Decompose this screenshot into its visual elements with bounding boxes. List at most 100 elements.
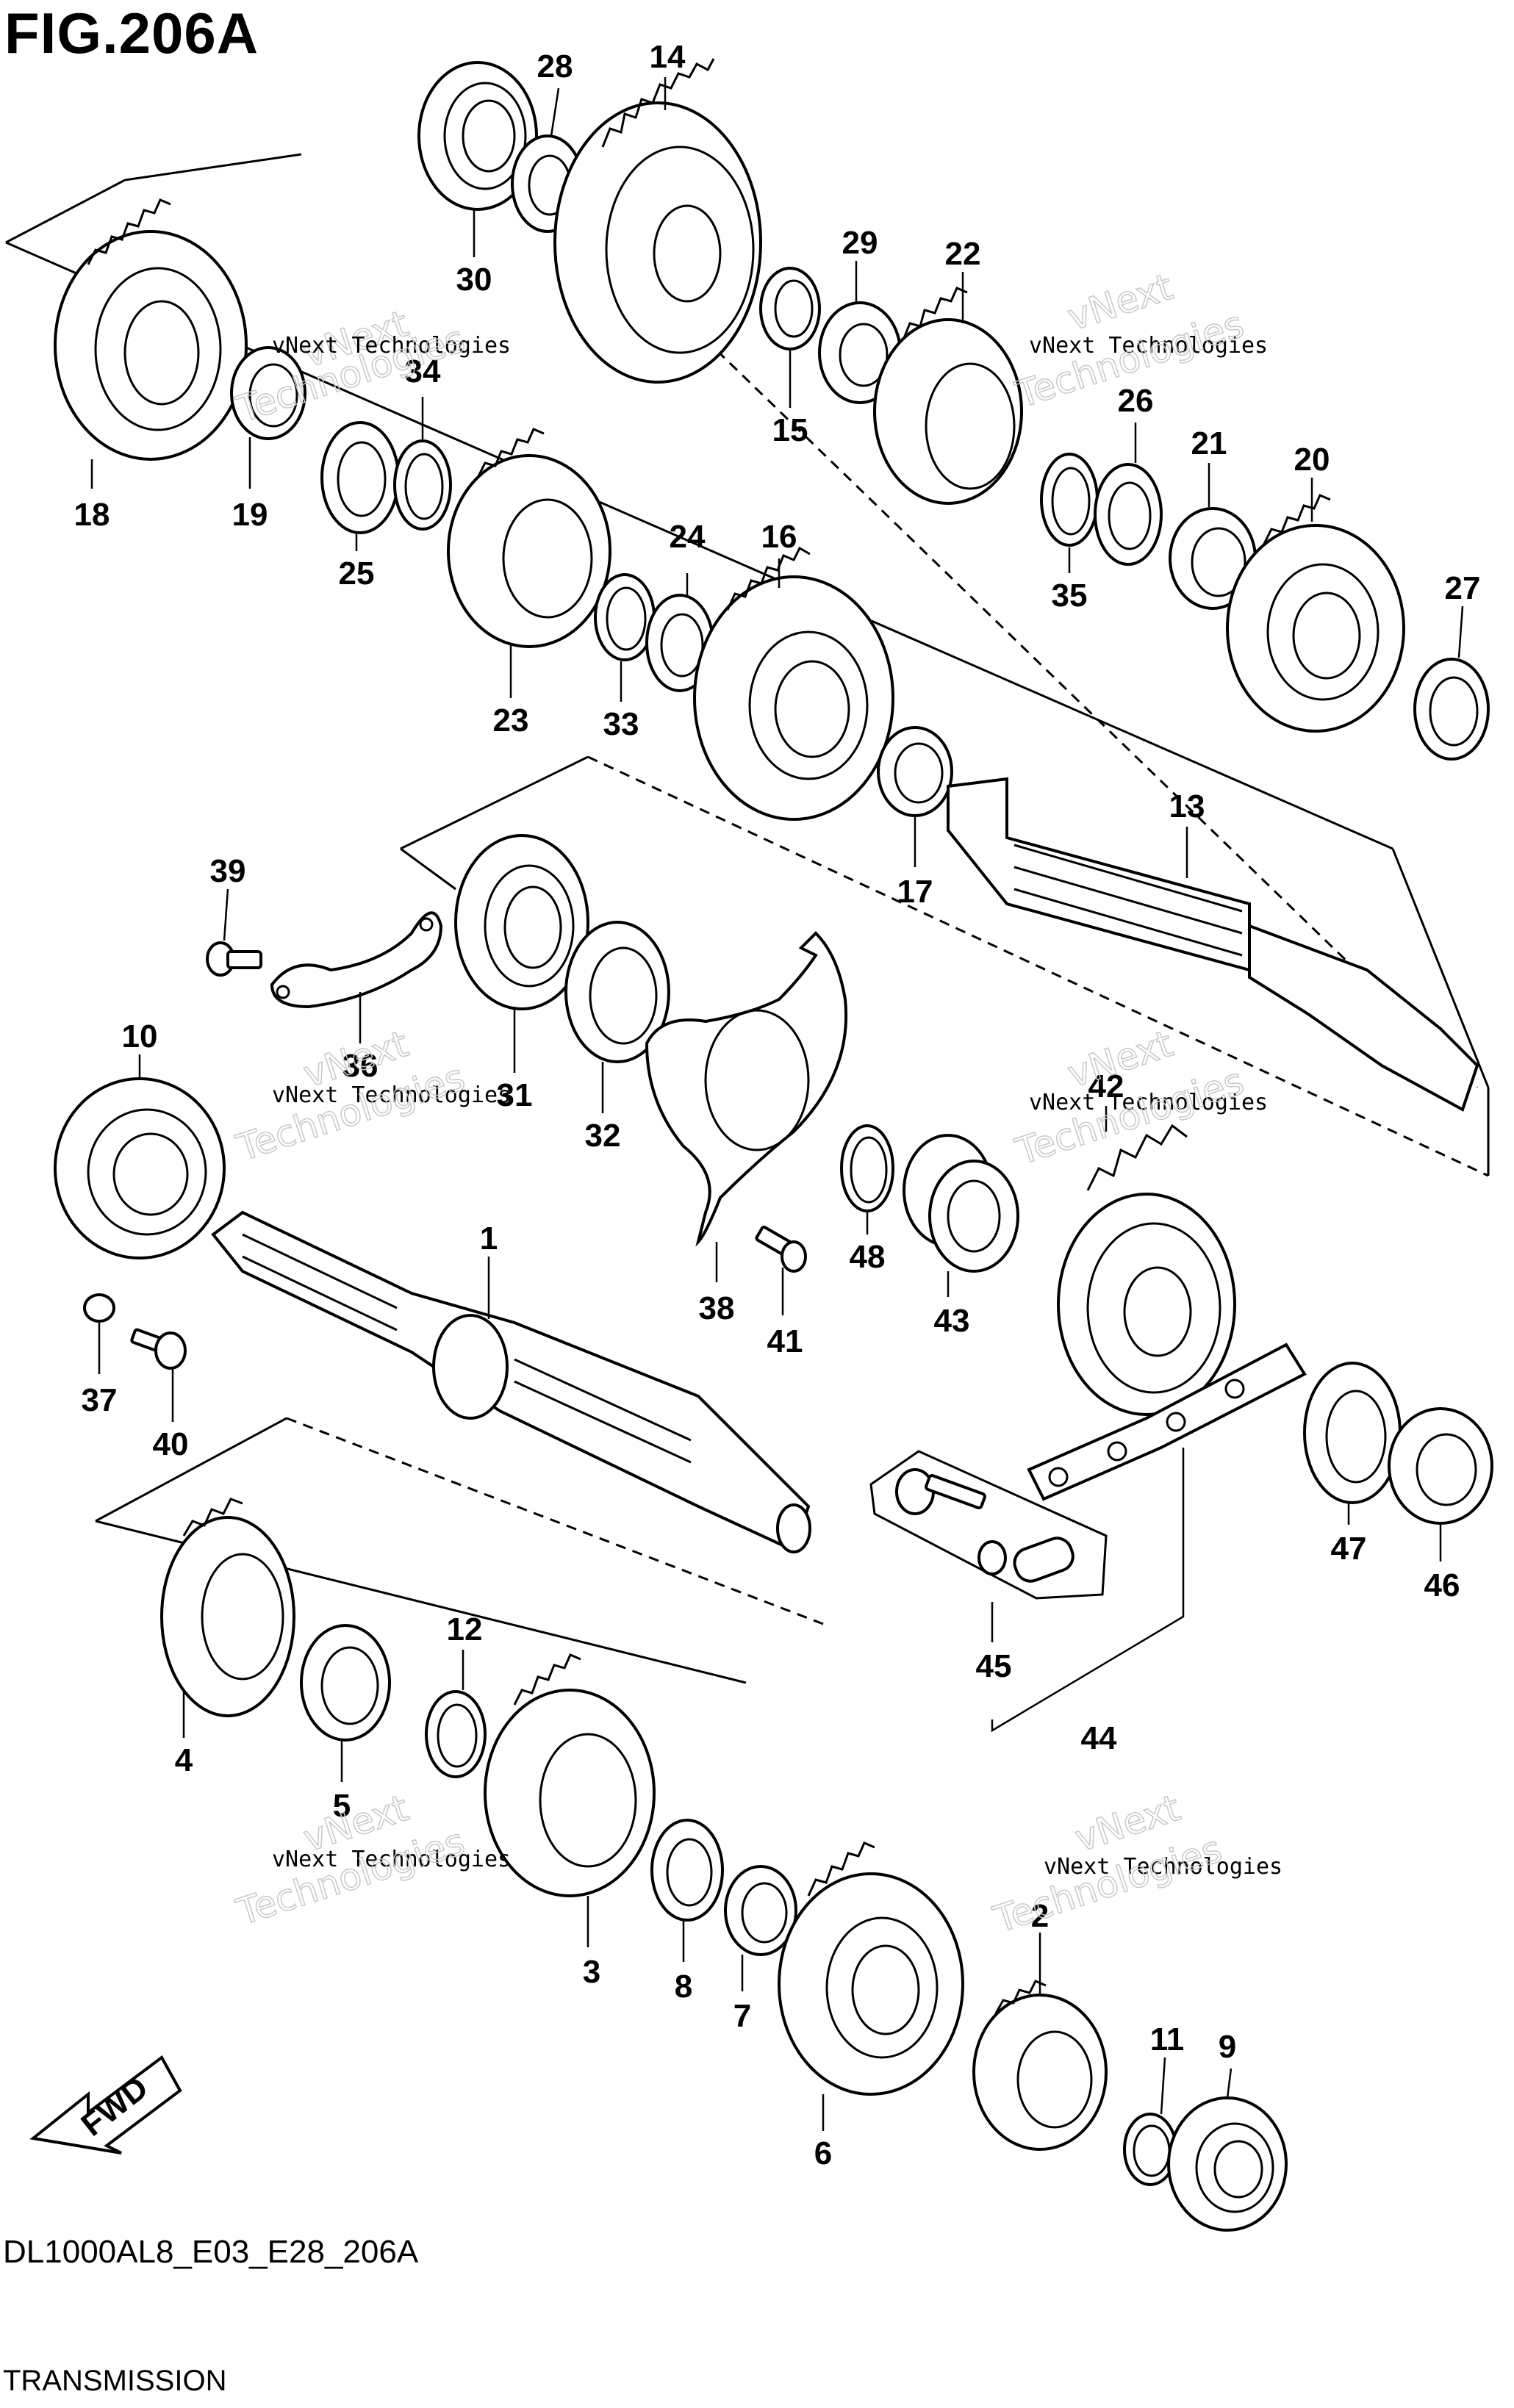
part-37-washer [83,1293,115,1323]
callout-3: 3 [583,1954,600,1990]
part-20-gear [1226,494,1405,733]
part-21-bushing [1169,507,1257,610]
part-4-gear [160,1498,295,1717]
callout-28: 28 [537,48,573,85]
driveshaft-frame [400,755,1490,1177]
watermark-text-3: vNext Technologies [272,1082,511,1108]
part-26-washer [1094,463,1163,566]
callout-42: 42 [1088,1068,1124,1104]
part-9-bearing [1167,2096,1288,2232]
watermark-text-6: vNext Technologies [1044,1854,1282,1880]
watermark-group-5: vNext vNext Technologies Technologies [231,1786,511,1934]
part-30-bearing [417,61,538,211]
part-19-bushing [230,346,306,440]
callout-11: 11 [1150,2021,1185,2057]
callout-19: 19 [232,497,268,533]
fwd-arrow-icon: FWD [29,2055,182,2154]
part-35-circlip [1040,453,1099,547]
part-41-bolt [755,1225,807,1273]
callout-18: 18 [74,497,110,533]
callout-38: 38 [699,1290,735,1326]
part-47-washer [1303,1362,1402,1504]
callout-9: 9 [1219,2029,1236,2065]
part-48-o-ring [840,1124,894,1212]
part-16-gear [693,546,894,821]
callout-48: 48 [850,1239,886,1275]
callout-15: 15 [772,412,808,448]
part-2-gear [972,1980,1108,2151]
part-34-circlip [393,439,452,531]
callout-8: 8 [675,1969,692,2005]
watermark-text-4: vNext Technologies [1029,1090,1268,1115]
part-5-bushing [300,1624,391,1742]
part-6-gear [778,1841,964,2096]
callout-labels: 28 14 30 29 22 15 16 24 26 21 20 27 35 1… [74,39,1481,2171]
part-8-washer [650,1819,724,1922]
callout-10: 10 [122,1018,158,1054]
callout-4: 4 [175,1742,193,1778]
part-45-chain-joint [869,1450,1108,1600]
callout-26: 26 [1118,383,1154,419]
leader-lines [90,77,1464,2131]
callout-47: 47 [1331,1531,1367,1567]
callout-35: 35 [1052,578,1088,614]
part-32-oil-seal [564,921,670,1063]
part-27-washer [1413,658,1490,761]
watermark-group-3: vNext vNext Technologies Technologies [231,1021,511,1170]
callout-24: 24 [670,519,706,555]
part-46-nut [1388,1407,1493,1525]
part-13-countershaft [947,777,1479,1112]
part-14-gear [553,58,762,384]
part-43-spacer [903,1134,1019,1273]
part-22-gear [873,287,1023,505]
watermark-text-5: vNext Technologies [272,1847,511,1872]
callout-31: 31 [497,1077,533,1113]
part-3-gear [484,1653,656,1897]
part-23-gear [447,428,611,648]
callout-27: 27 [1445,570,1481,606]
callout-7: 7 [733,1998,751,2034]
part-42-sprocket [1057,1124,1236,1416]
watermark-text-1: vNext Technologies [272,333,511,359]
callout-33: 33 [603,706,639,742]
part-1-mainshaft [211,1210,811,1553]
callout-29: 29 [842,225,878,261]
callout-23: 23 [493,702,529,738]
part-39-bolt [206,941,262,977]
callout-1: 1 [480,1221,498,1257]
callout-22: 22 [945,236,981,272]
part-15-needle-bearing [759,267,821,351]
callout-45: 45 [976,1648,1012,1684]
part-33-circlip [594,573,656,661]
callout-39: 39 [210,853,246,889]
callout-41: 41 [767,1323,803,1359]
figure-name: TRANSMISSION [3,2365,227,2397]
callout-30: 30 [456,262,492,298]
callout-16: 16 [761,519,797,555]
part-7-bushing [724,1865,797,1956]
watermark-text-2: vNext Technologies [1029,333,1268,359]
callout-43: 43 [934,1303,970,1339]
part-12-circlip [425,1690,487,1778]
callout-13: 13 [1169,788,1205,824]
part-31-bearing [454,834,589,1010]
part-18-gear [54,198,248,461]
callout-17: 17 [897,874,933,910]
callout-44: 44 [1081,1720,1117,1756]
part-17-bushing [877,726,953,817]
figure-code: DL1000AL8_E03_E28_206A [3,2234,419,2270]
callout-5: 5 [333,1788,351,1824]
callout-34: 34 [405,353,441,389]
callout-36: 36 [342,1048,378,1084]
watermark-group-6: vNext vNext Technologies Technologies [988,1786,1282,1941]
callout-12: 12 [447,1611,483,1647]
part-38-retainer [645,931,848,1247]
figure-title: FIG.206A [4,1,259,65]
callout-21: 21 [1191,425,1227,461]
part-10-bearing [54,1077,226,1259]
part-25-washer [320,421,400,534]
callout-25: 25 [339,556,375,592]
callout-2: 2 [1031,1898,1049,1934]
part-44-chain [1027,1343,1307,1501]
